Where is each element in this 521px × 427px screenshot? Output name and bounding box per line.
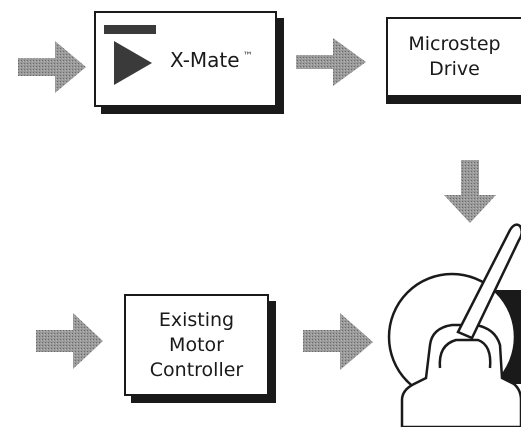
xmate-logo-bar xyxy=(104,25,156,34)
existing-label-line-3: Controller xyxy=(149,359,244,381)
microstep-label-line-1: Microstep xyxy=(408,33,501,55)
arrow-input-to-xmate xyxy=(18,41,86,93)
microstep-drive-box: Microstep Drive xyxy=(386,17,521,97)
trademark-mark: ™ xyxy=(242,51,253,63)
arrow-xmate-to-microstep xyxy=(296,38,366,86)
existing-motor-controller-box: Existing Motor Controller xyxy=(124,294,269,396)
joystick-neck xyxy=(438,338,492,369)
motor-dial-shadow xyxy=(494,290,521,384)
existing-label-line-1: Existing xyxy=(158,309,235,331)
joystick-stick xyxy=(456,223,521,340)
motor-with-joystick-icon xyxy=(387,223,521,427)
arrow-existing-to-motor xyxy=(303,313,373,370)
xmate-name: X-Mate xyxy=(170,48,240,72)
arrow-microstep-to-motor xyxy=(444,160,496,223)
microstep-label-line-2: Drive xyxy=(429,58,480,80)
play-triangle-icon xyxy=(114,41,152,85)
arrow-input-to-existing xyxy=(36,313,103,369)
existing-label-line-2: Motor xyxy=(169,334,224,356)
